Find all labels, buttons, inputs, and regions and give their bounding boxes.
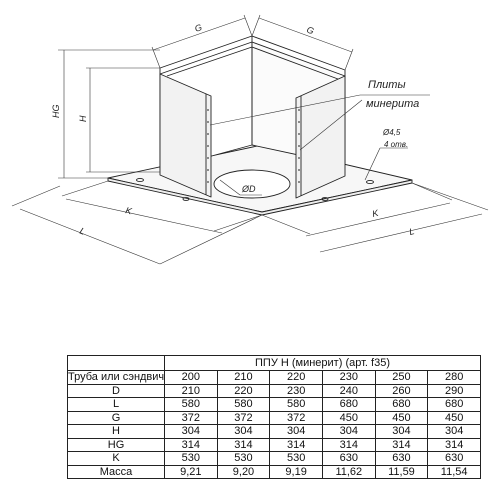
dim-label-l-right: L xyxy=(408,226,415,237)
table-cell: 240 xyxy=(321,383,376,398)
spec-table: ППУ Н (минерит) (арт. f35) Труба или сэн… xyxy=(67,355,481,479)
table-title: ППУ Н (минерит) (арт. f35) xyxy=(164,355,481,371)
table-cell: 580 xyxy=(216,397,271,412)
table-cell: 210 xyxy=(216,370,271,385)
table-title-row: ППУ Н (минерит) (арт. f35) xyxy=(67,355,481,371)
row-label: Труба или сэндвич, d xyxy=(67,370,165,385)
table-cell: 580 xyxy=(269,397,323,412)
table-cell: 230 xyxy=(269,383,323,398)
dim-label-diameter: ØD xyxy=(241,184,256,194)
front-wall-right xyxy=(295,75,346,199)
table-cell: 530 xyxy=(164,451,218,466)
table-cell: 200 xyxy=(164,370,218,385)
table-cell: 230 xyxy=(321,370,376,385)
table-cell: 11,62 xyxy=(321,464,376,479)
table-row: Труба или сэндвич, d200210220230250280 xyxy=(67,370,481,385)
callout-line-2: минерита xyxy=(366,98,419,110)
hole-diameter-label: Ø4,5 xyxy=(382,128,401,137)
row-label: D xyxy=(67,383,165,398)
table-cell: 304 xyxy=(269,424,323,439)
table-cell: 372 xyxy=(164,410,218,425)
table-cell: 220 xyxy=(216,383,271,398)
table-cell: 530 xyxy=(269,451,323,466)
row-label: G xyxy=(67,410,165,425)
table-cell: 680 xyxy=(374,397,429,412)
technical-drawing: G G HG H K L K L ØD Плиты минерита Ø4,5 … xyxy=(11,14,489,265)
table-cell: 250 xyxy=(374,370,429,385)
dim-label-g-left: G xyxy=(193,22,203,34)
table-cell: 304 xyxy=(374,424,429,439)
table-cell: 220 xyxy=(269,370,323,385)
row-label: Масса xyxy=(67,464,165,479)
dim-label-h: H xyxy=(78,115,88,122)
row-label: K xyxy=(67,451,165,466)
table-cell: 630 xyxy=(374,451,429,466)
table-cell: 530 xyxy=(216,451,271,466)
table-cell: 210 xyxy=(164,383,218,398)
table-cell: 280 xyxy=(427,370,481,385)
table-cell: 304 xyxy=(164,424,218,439)
table-cell: 450 xyxy=(427,410,481,425)
central-opening xyxy=(213,169,291,199)
table-cell: 680 xyxy=(321,397,376,412)
dim-label-hg: HG xyxy=(51,105,61,119)
table-cell: 372 xyxy=(269,410,323,425)
table-cell: 11,54 xyxy=(427,464,481,479)
table-cell: 304 xyxy=(427,424,481,439)
table-cell: 450 xyxy=(374,410,429,425)
table-cell: 630 xyxy=(321,451,376,466)
table-cell: 372 xyxy=(216,410,271,425)
table-cell: 9,21 xyxy=(164,464,218,479)
table-cell: 314 xyxy=(321,437,376,452)
table-cell: 314 xyxy=(374,437,429,452)
row-label: H xyxy=(67,424,165,439)
table-cell: 680 xyxy=(427,397,481,412)
table-cell: 304 xyxy=(216,424,271,439)
front-wall-left xyxy=(159,73,212,198)
hole-count-label: 4 отв. xyxy=(384,140,408,149)
table-cell: 450 xyxy=(321,410,376,425)
table-cell: 9,20 xyxy=(216,464,271,479)
row-label: L xyxy=(67,397,165,412)
dim-label-l-left: L xyxy=(78,226,86,237)
table-cell: 9,19 xyxy=(269,464,323,479)
table-cell: 11,59 xyxy=(374,464,429,479)
callout-line-1: Плиты xyxy=(368,79,406,91)
table-cell: 304 xyxy=(321,424,376,439)
dim-label-k-right: K xyxy=(371,208,380,219)
table-cell: 314 xyxy=(164,437,218,452)
table-cell: 314 xyxy=(269,437,323,452)
table-cell: 290 xyxy=(427,383,481,398)
table-cell: 314 xyxy=(216,437,271,452)
mounting-hole-right xyxy=(366,179,374,185)
mounting-hole-left xyxy=(136,177,144,183)
table-body: Труба или сэндвич, d200210220230250280D2… xyxy=(67,370,481,479)
table-cell: 260 xyxy=(374,383,429,398)
table-cell: 314 xyxy=(427,437,481,452)
dim-label-k-left: K xyxy=(125,205,134,216)
row-label: HG xyxy=(67,437,165,452)
table-corner-cell xyxy=(67,355,165,371)
table-cell: 580 xyxy=(164,397,218,412)
dim-label-g-right: G xyxy=(305,24,315,36)
table-cell: 630 xyxy=(427,451,481,466)
